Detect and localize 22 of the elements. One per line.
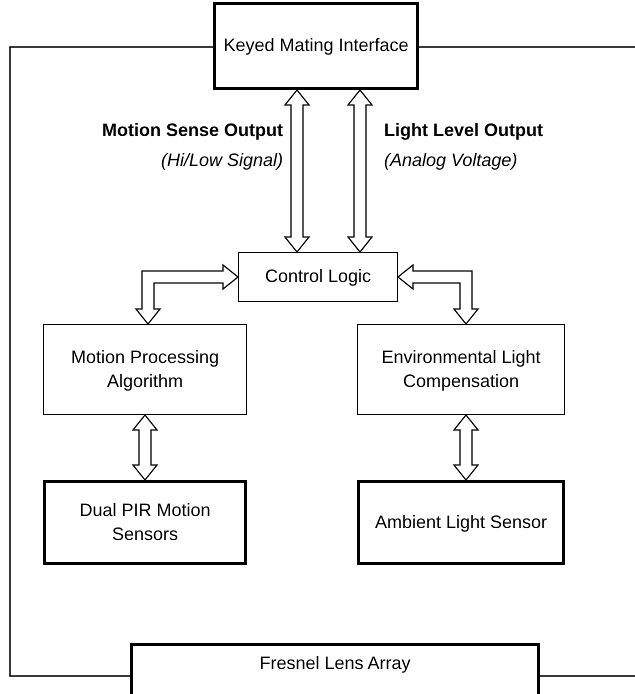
block-label: Motion Processing Algorithm <box>70 346 220 393</box>
block-label: Ambient Light Sensor <box>374 510 548 534</box>
block-label: Keyed Mating Interface <box>223 34 409 58</box>
double-arrow <box>132 414 158 482</box>
double-arrow <box>284 88 310 254</box>
edge-label: Motion Sense Output (Hi/Low Signal) <box>101 119 283 172</box>
block-box <box>213 2 419 90</box>
block-label: Environmental Light Compensation <box>380 346 542 393</box>
block-label: Control Logic <box>264 265 372 288</box>
block-label: Dual PIR Motion Sensors <box>78 499 212 546</box>
block-box <box>357 480 565 565</box>
block-box <box>43 324 247 415</box>
double-arrow <box>396 264 480 326</box>
edge-label: Light Level Output (Analog Voltage) <box>384 119 544 172</box>
double-arrow <box>452 414 480 482</box>
double-arrow <box>134 264 240 326</box>
double-arrow <box>346 88 374 254</box>
block-box <box>43 480 247 565</box>
block-box <box>238 252 398 302</box>
block-box <box>130 643 540 694</box>
block-box <box>357 324 565 415</box>
block-label: Fresnel Lens Array <box>259 652 411 676</box>
